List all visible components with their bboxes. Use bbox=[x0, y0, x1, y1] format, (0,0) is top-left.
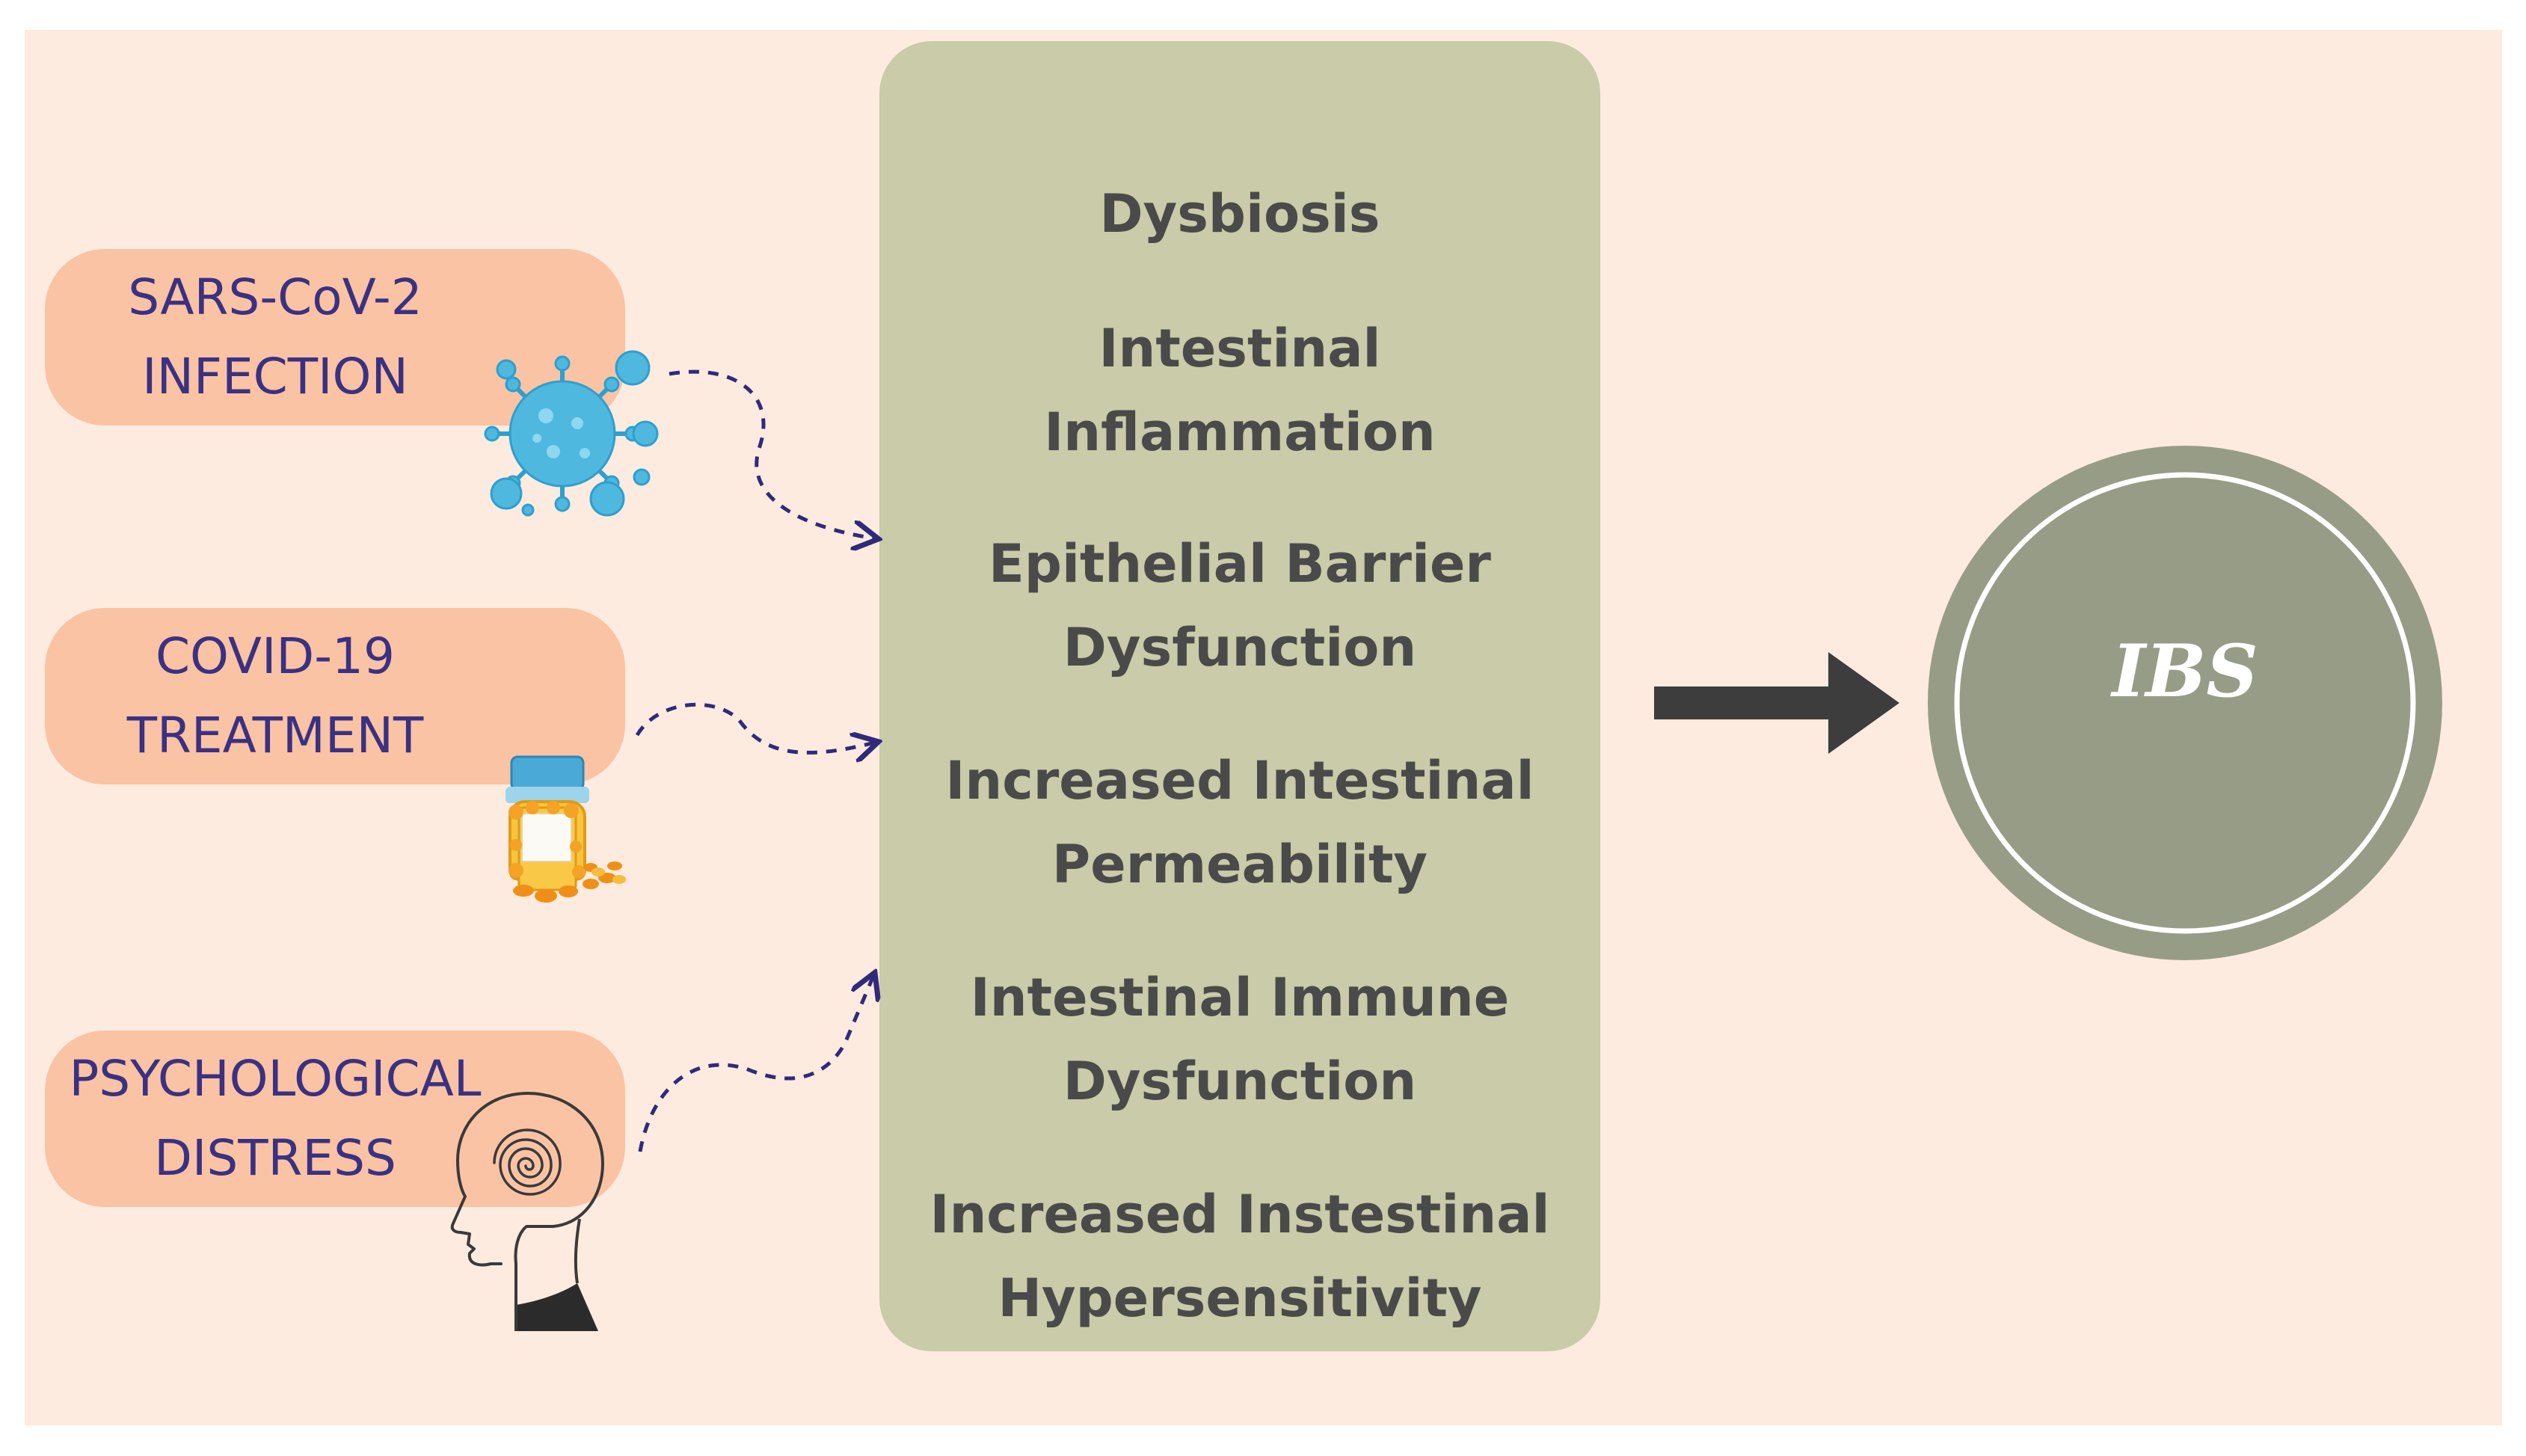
mechanism-intestinal-immune-dysfunction: Intestinal Immune Dysfunction bbox=[970, 967, 1510, 1112]
mechanism-intestinal-inflammation: Intestinal Inflammation bbox=[1044, 318, 1436, 463]
outcome-label: IBS bbox=[2112, 629, 2258, 713]
factor-covid-19-treatment: COVID-19 TREATMENT bbox=[45, 608, 625, 784]
virus-icon bbox=[484, 350, 659, 517]
factor-label: SARS-CoV-2 INFECTION bbox=[128, 268, 422, 405]
mechanism-increased-intestinal-permeability: Increased Intestinal Permeability bbox=[945, 750, 1534, 895]
head-back-neck bbox=[574, 1218, 581, 1284]
mechanism-increased-intestinal-hypersensitivity: Increased Instestinal Hypersensitivity bbox=[929, 1184, 1550, 1329]
head-spiral-icon bbox=[450, 1092, 604, 1284]
main-arrow bbox=[1654, 652, 1899, 754]
factor-label: PSYCHOLOGICAL DISTRESS bbox=[69, 1050, 482, 1187]
mechanisms-box: Dysbiosis Intestinal Inflammation Epithe… bbox=[879, 41, 1600, 1351]
head-shoulder-shape bbox=[516, 1283, 598, 1331]
mechanism-epithelial-barrier-dysfunction: Epithelial Barrier Dysfunction bbox=[989, 533, 1491, 678]
mechanism-dysbiosis: Dysbiosis bbox=[1099, 183, 1380, 245]
dashed-arrow-infection bbox=[669, 369, 875, 538]
factor-label: COVID-19 TREATMENT bbox=[126, 627, 424, 764]
outcome-circle bbox=[1928, 446, 2442, 960]
dashed-arrow-distress bbox=[638, 976, 873, 1152]
factor-psychological-distress: PSYCHOLOGICAL DISTRESS bbox=[45, 1030, 625, 1207]
dashed-arrow-treatment bbox=[635, 702, 875, 752]
pill-bottle-icon bbox=[505, 755, 626, 903]
